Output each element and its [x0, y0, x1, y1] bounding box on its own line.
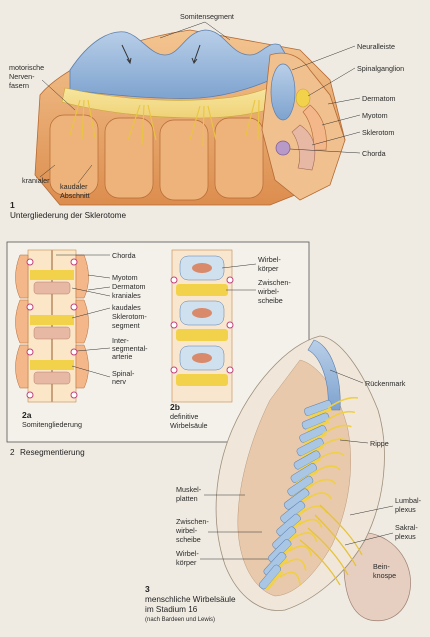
label-bein-1: Bein- [373, 562, 390, 571]
label-myotom: Myotom [362, 111, 388, 120]
fig2a-number: 2a [22, 410, 32, 420]
label-sklerotom-1: Sklerotom- [112, 312, 147, 321]
label-spinalnerv-2: nerv [112, 377, 126, 386]
label-intersegmental-3: arterie [112, 352, 132, 361]
label-rippe: Rippe [370, 439, 389, 448]
label-kraniales: kraniales [112, 291, 141, 300]
label-sakral-1: Sakral- [395, 523, 418, 532]
label-zwischenwirbel-3c: scheibe [176, 535, 201, 544]
label-kranialer: kranialer [22, 176, 50, 185]
fig2a-diagram [16, 250, 89, 402]
fig2b-text-1: definitive [170, 412, 198, 421]
label-zwischenwirbel-3b: wirbel- [175, 526, 198, 535]
label-rueckenmark: Rückenmark [365, 379, 406, 388]
cross-section [262, 53, 345, 200]
label-motorische-2: Nerven- [9, 72, 35, 81]
label-lumbal-1: Lumbal- [395, 496, 422, 505]
label-wirbelkoerper-3b: körper [176, 558, 197, 567]
label-kaudaler-2: Abschnitt [60, 191, 90, 200]
label-muskelplatten-2: platten [176, 494, 198, 503]
label-lumbal-2: plexus [395, 505, 416, 514]
figure-1-somites: Somitensegment motorische Nerven- fasern… [9, 12, 404, 220]
label-wirbelkoerper-3a: Wirbel- [176, 549, 199, 558]
label-spinalganglion: Spinalganglion [357, 64, 404, 73]
fig2b-diagram [171, 250, 233, 402]
label-muskelplatten-1: Muskel- [176, 485, 202, 494]
label-kaudales: kaudales [112, 303, 141, 312]
label-sakral-2: plexus [395, 532, 416, 541]
label-zwischenwirbel-2b: wirbel- [257, 287, 280, 296]
label-bein-2: knospe [373, 571, 396, 580]
fig2b-number: 2b [170, 402, 180, 412]
label-motorische-1: motorische [9, 63, 44, 72]
fig1-number: 1 [10, 200, 15, 210]
label-zwischenwirbel-2a: Zwischen- [258, 278, 291, 287]
label-zwischenwirbel-3a: Zwischen- [176, 517, 209, 526]
fig2-caption-number: 2 [10, 448, 15, 457]
label-wirbelkoerper-2a: Wirbel- [258, 255, 281, 264]
label-dermatom-2: Dermatom [112, 282, 146, 291]
label-kaudaler-1: kaudaler [60, 182, 88, 191]
fig2b-text-2: Wirbelsäule [170, 421, 208, 430]
label-zwischenwirbel-2c: scheibe [258, 296, 283, 305]
label-myotom-2: Myotom [112, 273, 138, 282]
fig1-caption: Untergliederung der Sklerotome [10, 211, 126, 220]
label-chorda-1: Chorda [362, 149, 386, 158]
fig2-caption: Resegmentierung [20, 448, 85, 457]
label-neuralleiste: Neuralleiste [357, 42, 395, 51]
label-sklerotom-2: segment [112, 321, 140, 330]
label-somitensegment: Somitensegment [180, 12, 234, 21]
fig3-caption-2: im Stadium 16 [145, 605, 198, 614]
fig3-credit: (nach Bardeen und Lewis) [145, 617, 215, 623]
fig3-number: 3 [145, 584, 150, 594]
label-chorda-2: Chorda [112, 251, 136, 260]
fig3-caption-1: menschliche Wirbelsäule [145, 595, 236, 604]
label-motorische-3: fasern [9, 81, 29, 90]
fig2a-text: Somitengliederung [22, 420, 82, 429]
label-sklerotom: Sklerotom [362, 128, 394, 137]
label-dermatom: Dermatom [362, 94, 396, 103]
label-wirbelkoerper-2b: körper [258, 264, 279, 273]
